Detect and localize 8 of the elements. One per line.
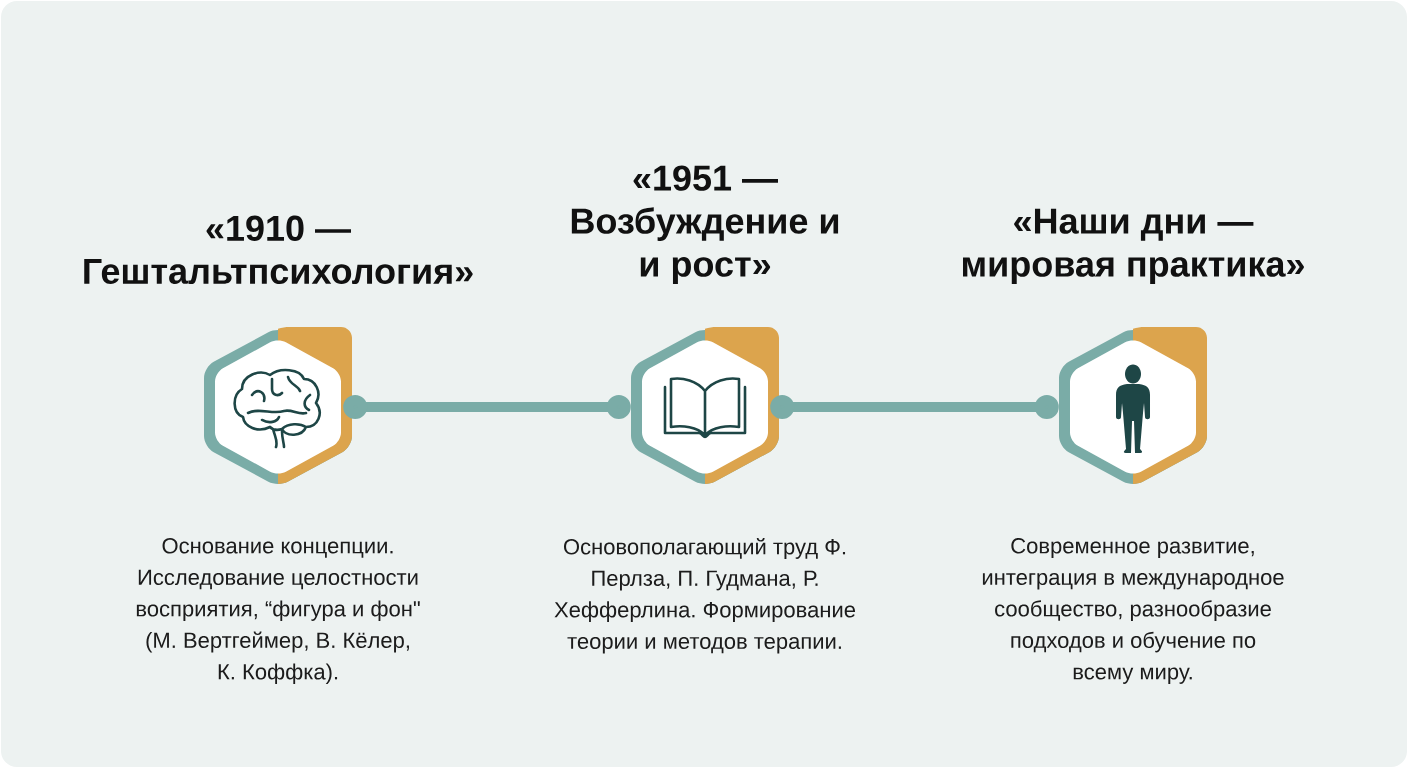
milestone-description: Основание концепции. Исследование целостности восприятия, “фигура и фон" (М. Вертгеймер, В. Кёлер, К. Коффка). [136,538,420,684]
milestone-heading: «1910 — Гештальтпсихология» [84,215,473,284]
milestone-description: Основополагающий труд Ф. Перлза, П. Гудмана, Р. Хефферлина. Формирование теории и методов терапии. [554,538,856,654]
milestone-heading: «Наши дни — мировая практика» [963,208,1304,284]
connector-line [343,395,631,419]
connector-line [770,395,1059,419]
milestone-description: Современное развитие, интеграция в международное сообщество, разнообразие подходов и обучение по всему миру. [982,538,1284,684]
milestone-heading: «1951 — Возбуждение и и рост» [571,165,839,284]
